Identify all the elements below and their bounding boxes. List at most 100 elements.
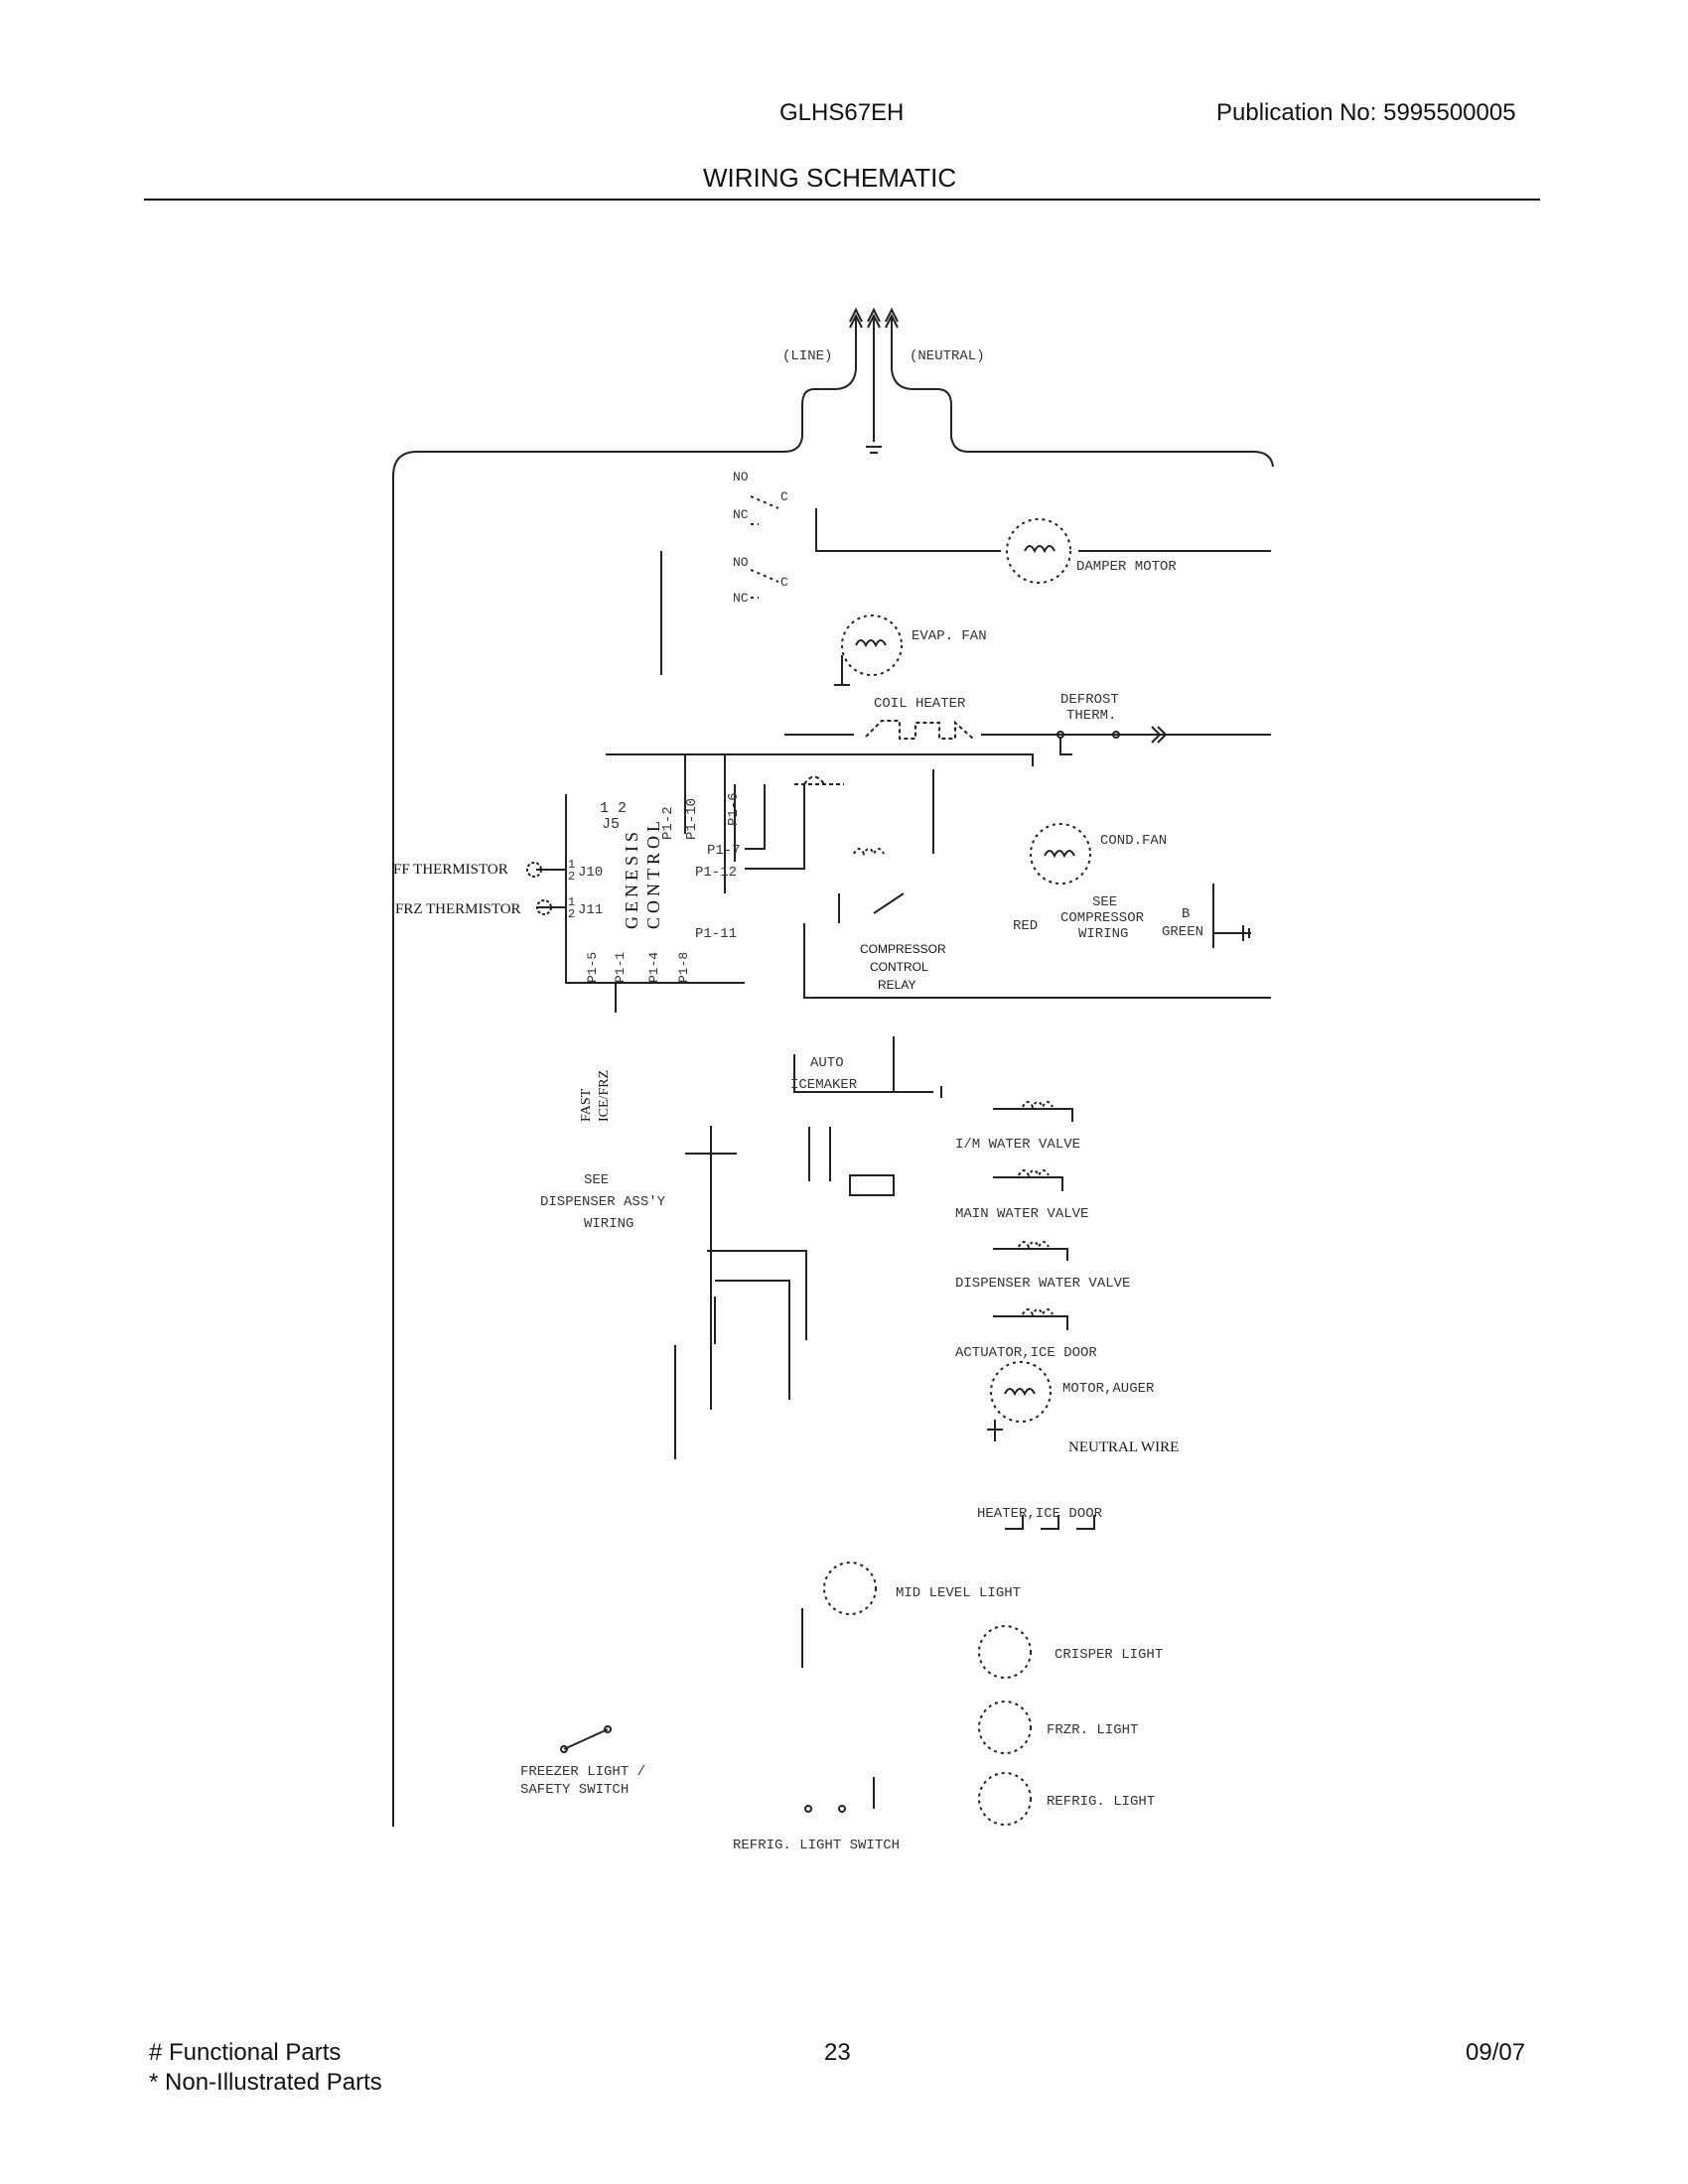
motor-auger-label: MOTOR,AUGER xyxy=(1062,1381,1155,1397)
p1-11-label: P1-11 xyxy=(695,926,737,942)
dispenser-water-valve-label: DISPENSER WATER VALVE xyxy=(955,1276,1130,1292)
j5-label: J5 xyxy=(602,816,620,833)
j11-pin1-label: 1 xyxy=(568,895,575,909)
dispenser-connector xyxy=(849,1174,895,1196)
mid-level-light-symbol xyxy=(823,1562,877,1615)
p1-2-label: P1-2 xyxy=(660,806,676,840)
heater-ice-door-element xyxy=(1005,1515,1095,1530)
refrig-light-symbol xyxy=(978,1772,1032,1826)
thermistor-leads xyxy=(536,869,566,908)
j10-pin1-label: 1 xyxy=(568,858,575,872)
evap-fan-ground xyxy=(834,655,850,686)
freezer-light-label-2: SAFETY SWITCH xyxy=(520,1782,629,1798)
cond-fan-coil xyxy=(1044,850,1075,859)
compressor-wiring-label: WIRING xyxy=(1078,926,1128,942)
refrig-switch-contact-right xyxy=(838,1805,846,1813)
relay-coil-symbol xyxy=(853,848,885,857)
neutral-wire xyxy=(891,340,1274,468)
model-number: GLHS67EH xyxy=(779,99,905,126)
damper-switches xyxy=(750,495,779,599)
relay-lead-dashed xyxy=(794,775,844,785)
ice-frz-label: ICE/FRZ xyxy=(597,1070,612,1122)
p1-control-wires xyxy=(745,784,805,870)
defrost-label: DEFROST xyxy=(1060,692,1119,708)
dispenser-bus-wires xyxy=(685,1126,831,1410)
b-label: B xyxy=(1182,906,1190,922)
im-water-valve-label: I/M WATER VALVE xyxy=(955,1137,1080,1153)
header-rule xyxy=(144,199,1540,201)
therm-label: THERM. xyxy=(1066,708,1116,724)
motor-auger-coil xyxy=(1004,1388,1036,1397)
dispenser-branch-wires xyxy=(707,1250,807,1400)
frzr-light-label: FRZR. LIGHT xyxy=(1047,1722,1138,1738)
freezer-light-switch xyxy=(563,1728,609,1750)
defrost-contact-left xyxy=(1056,731,1064,739)
relay-label-2: CONTROL xyxy=(870,960,928,974)
icemaker-label: ICEMAKER xyxy=(790,1077,858,1093)
nc1-label: NC xyxy=(733,507,749,522)
cond-fan-symbol xyxy=(1030,823,1091,885)
page-number: 23 xyxy=(824,2039,851,2066)
j11-pin2-label: 2 xyxy=(568,907,575,921)
c2-label: C xyxy=(780,575,788,590)
frz-thermistor-symbol xyxy=(536,899,552,915)
motor-auger-symbol xyxy=(990,1361,1052,1423)
evap-fan-symbol xyxy=(841,614,903,676)
p1-8-label: P1-8 xyxy=(676,952,691,983)
p1-12-label: P1-12 xyxy=(695,865,737,881)
refrig-light-switch-label: REFRIG. LIGHT SWITCH xyxy=(733,1838,900,1853)
main-water-valve-label: MAIN WATER VALVE xyxy=(955,1206,1088,1222)
refrig-switch-contact-left xyxy=(804,1805,812,1813)
control-label: CONTROL xyxy=(643,817,663,929)
light-feed-wires xyxy=(801,1608,875,1809)
compressor-ground xyxy=(1212,884,1251,948)
control-lead-wires xyxy=(684,754,736,893)
nc2-label: NC xyxy=(733,591,749,606)
ff-thermistor-label: FF THERMISTOR xyxy=(393,862,508,878)
motor-auger-ground xyxy=(987,1420,1003,1441)
defrost-contact-right xyxy=(1112,731,1120,739)
genesis-label: GENESIS xyxy=(622,828,641,929)
p1-6-label: P1-6 xyxy=(726,792,742,826)
freezer-switch-contact-right xyxy=(604,1725,612,1733)
line-label: (LINE) xyxy=(782,348,832,364)
heater-feed-wire xyxy=(606,753,1034,766)
coil-heater-label: COIL HEATER xyxy=(874,696,966,712)
heater-ice-door-label: HEATER,ICE DOOR xyxy=(977,1506,1103,1522)
page-title: WIRING SCHEMATIC xyxy=(703,163,957,193)
j5-pins-label: 1 2 xyxy=(600,800,627,817)
compressor-relay-wire xyxy=(803,923,1271,999)
fast-label: FAST xyxy=(579,1088,594,1122)
genesis-control-box xyxy=(565,794,745,984)
j10-pin2-label: 2 xyxy=(568,870,575,884)
crisper-light-label: CRISPER LIGHT xyxy=(1055,1647,1163,1663)
auto-label: AUTO xyxy=(810,1055,844,1071)
freezer-light-label-1: FREEZER LIGHT / xyxy=(520,1764,645,1780)
p1-1-label: P1-1 xyxy=(613,952,628,983)
ground-wire xyxy=(866,340,882,454)
damper-motor-symbol xyxy=(1006,518,1071,584)
p1-10-label: P1-10 xyxy=(684,798,700,840)
damper-motor-label: DAMPER MOTOR xyxy=(1076,559,1177,575)
evap-fan-label: EVAP. FAN xyxy=(912,628,987,644)
neutral-label: (NEUTRAL) xyxy=(910,348,985,364)
evap-fan-coil xyxy=(855,639,887,648)
coil-heater-element xyxy=(865,720,974,740)
mid-level-light-label: MID LEVEL LIGHT xyxy=(896,1585,1021,1601)
frz-thermistor-label: FRZ THERMISTOR xyxy=(395,901,521,917)
line-wire xyxy=(392,340,857,1827)
red-label: RED xyxy=(1013,918,1038,934)
ff-thermistor-symbol xyxy=(526,862,542,878)
damper-motor-coil xyxy=(1024,545,1055,554)
j11-label: J11 xyxy=(578,902,603,918)
p1-4-label: P1-4 xyxy=(646,952,661,983)
relay-label-1: COMPRESSOR xyxy=(860,942,946,956)
neutral-wire-label: NEUTRAL WIRE xyxy=(1068,1439,1179,1455)
no1-label: NO xyxy=(733,470,749,484)
frzr-light-symbol xyxy=(978,1701,1032,1754)
refrig-light-label: REFRIG. LIGHT xyxy=(1047,1794,1155,1810)
relay-contacts xyxy=(838,892,905,923)
publication-number: Publication No: 5995500005 xyxy=(1216,99,1516,126)
cond-fan-label: COND.FAN xyxy=(1100,833,1167,849)
crisper-light-symbol xyxy=(978,1625,1032,1679)
